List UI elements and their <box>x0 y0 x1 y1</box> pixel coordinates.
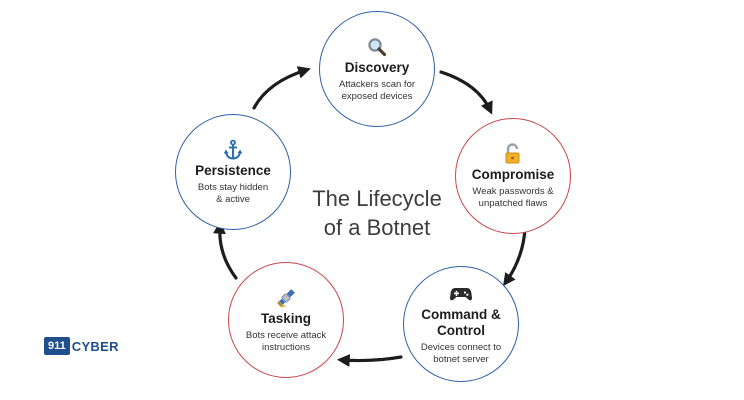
arrow-discovery-to-compromise <box>439 70 493 115</box>
node-title: Discovery <box>344 59 410 75</box>
brand-logo-word: CYBER <box>71 338 119 354</box>
node-title: Compromise <box>471 166 555 182</box>
node-title: Persistence <box>195 162 271 178</box>
anchor-icon <box>223 139 243 161</box>
magnifying-glass-icon <box>367 36 387 58</box>
arrow-persistence-to-discovery <box>252 66 311 110</box>
game-controller-icon <box>449 283 473 305</box>
satellite-icon <box>275 287 297 309</box>
brand-logo-number: 911 <box>44 337 70 355</box>
open-padlock-icon <box>503 142 523 165</box>
node-description: Weak passwords &unpatched flaws <box>472 185 554 209</box>
node-title: Tasking <box>260 310 311 326</box>
node-persistence: Persistence Bots stay hidden& active <box>175 114 291 230</box>
node-compromise: Compromise Weak passwords &unpatched fla… <box>455 118 571 234</box>
arrow-compromise-to-command <box>503 227 527 287</box>
brand-logo: 911 CYBER <box>44 337 119 355</box>
diagram-title: The Lifecycle of a Botnet <box>292 184 462 242</box>
node-description: Bots stay hidden& active <box>197 181 269 205</box>
diagram-title-line2: of a Botnet <box>323 215 431 240</box>
diagram-title-line1: The Lifecycle <box>312 186 442 211</box>
arrow-command-to-tasking <box>336 354 403 367</box>
arrow-tasking-to-persistence <box>213 220 238 280</box>
node-title: Command &Control <box>421 306 501 338</box>
